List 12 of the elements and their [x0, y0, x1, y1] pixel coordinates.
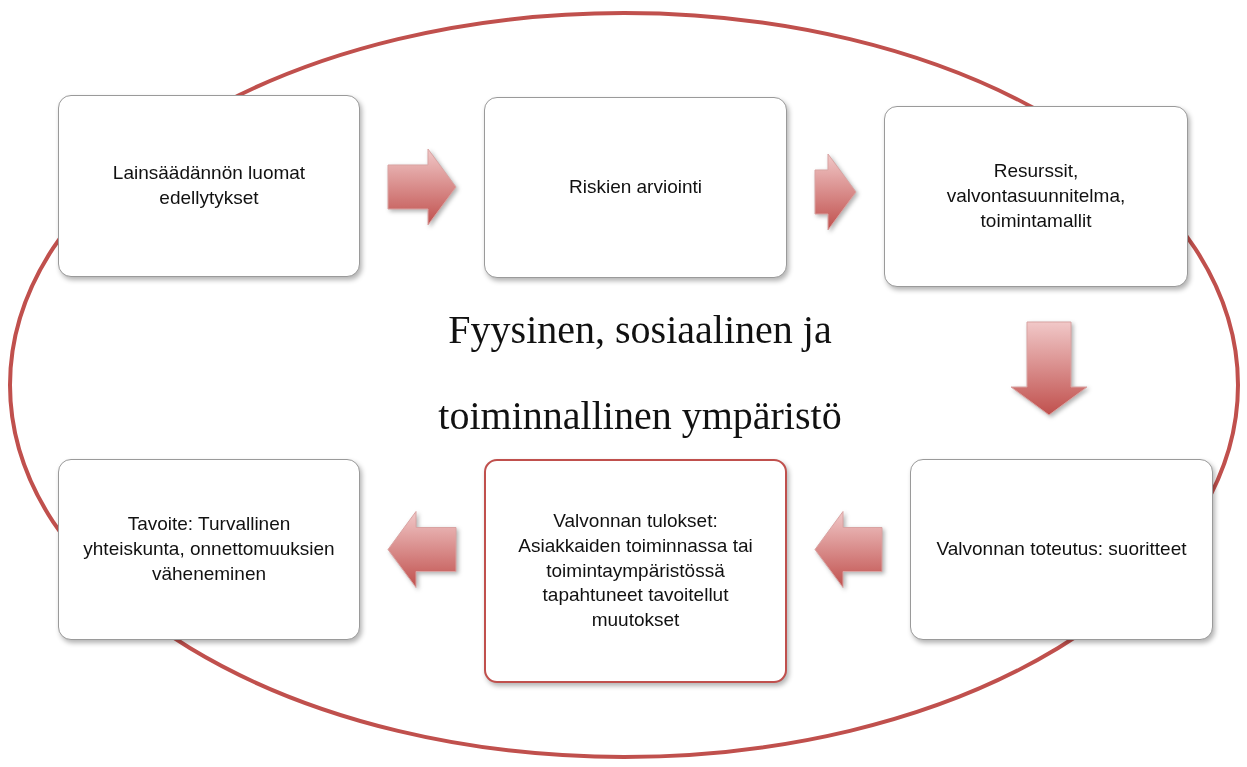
block-arrow [387, 511, 457, 588]
box-text: Riskien arviointi [568, 175, 702, 200]
block-arrow [814, 153, 857, 231]
block-arrow [387, 148, 457, 226]
environment-label: Fyysinen, sosiaalinen ja toiminnallinen ympäristö [437, 305, 843, 440]
box-text: Tavoite: Turvallinen yhteiskunta, onnettomuuksien väheneminen [82, 512, 336, 586]
box-text: Lainsäädännön luomat edellytykset [111, 161, 307, 210]
block-arrow [814, 511, 883, 588]
block-arrow [1010, 321, 1088, 416]
box-text: Valvonnan tulokset: Asiakkaiden toiminnassa tai toimintaympäristössä tapahtuneet tavoitellut muutokset [517, 509, 754, 633]
box-text: Valvonnan toteutus: suoritteet [936, 537, 1187, 562]
box-text: Resurssit, valvontasuunnitelma, toimintamallit [945, 159, 1127, 233]
